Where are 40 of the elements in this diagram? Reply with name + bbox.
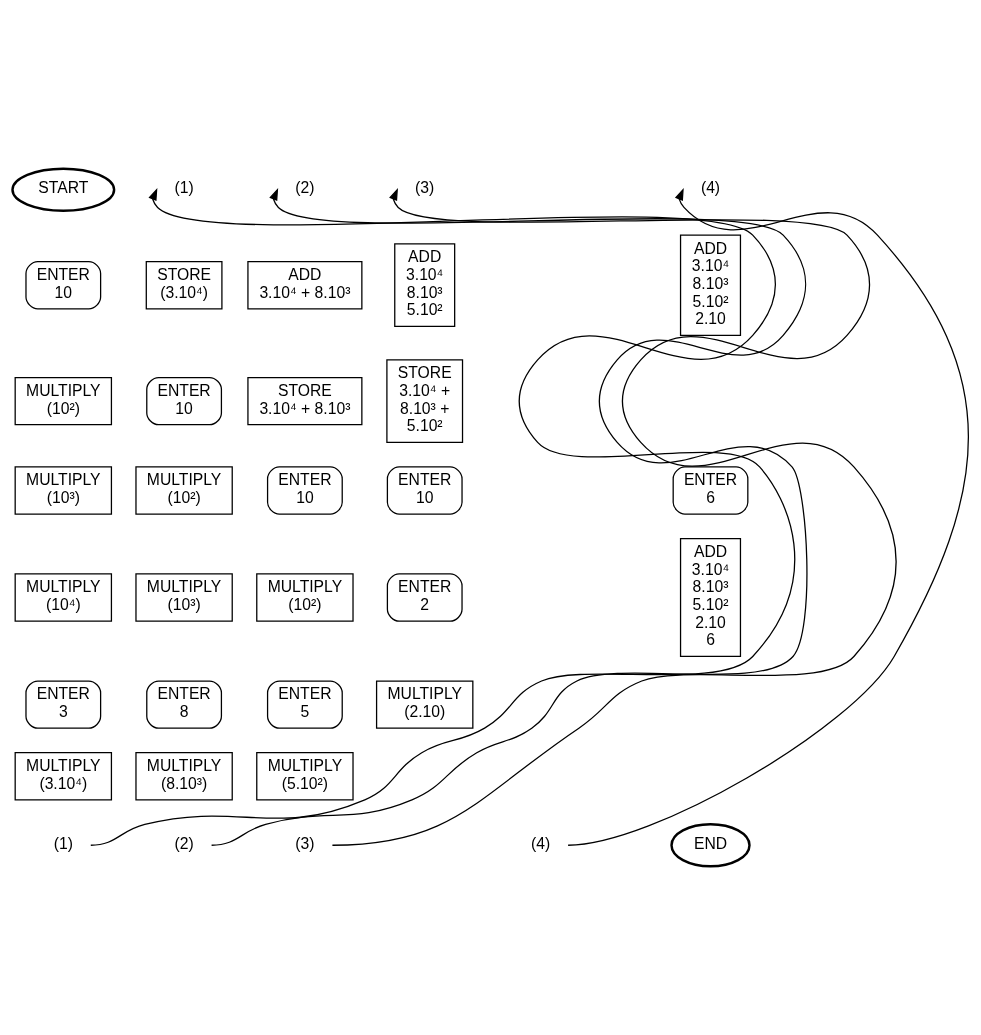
node-box: ENTER 6	[672, 466, 749, 515]
node-box: ADD 3.10⁴ 8.10³ 5.10² 2.10	[679, 234, 742, 336]
node-text: (3)	[415, 179, 435, 197]
node-text: (1)	[174, 179, 194, 197]
node-box: MULTIPLY (10²)	[135, 466, 233, 515]
arrow	[210, 187, 808, 846]
node-box: MULTIPLY (10²)	[256, 573, 354, 622]
node-box: MULTIPLY (10³)	[135, 573, 233, 622]
node-box: ENTER 8	[146, 680, 223, 729]
node-box: ADD 3.10⁴ + 8.10³	[247, 261, 363, 310]
node-box: ENTER 3	[25, 680, 102, 729]
node-ellipse: END	[670, 822, 751, 868]
node-box: MULTIPLY (5.10²)	[256, 752, 354, 801]
node-box: MULTIPLY (3.10⁴)	[14, 752, 113, 801]
node-box: ENTER 10	[386, 466, 463, 515]
node-text: (3)	[295, 834, 315, 852]
node-box: MULTIPLY (2.10)	[375, 680, 474, 729]
node-box: MULTIPLY (10³)	[14, 466, 113, 515]
node-box: ENTER 10	[146, 376, 223, 426]
node-box: STORE 3.10⁴ + 8.10³ + 5.10²	[386, 359, 464, 443]
node-text: (4)	[531, 834, 551, 852]
node-text: (4)	[700, 179, 721, 197]
node-ellipse: START	[11, 167, 116, 213]
node-box: ADD 3.10⁴ 8.10³ 5.10²	[394, 243, 456, 328]
node-box: ENTER 5	[266, 680, 343, 729]
node-box: ENTER 10	[266, 466, 343, 515]
node-box: ADD 3.10⁴ 8.10³ 5.10² 2.10 6	[679, 537, 742, 658]
node-box: STORE (3.10⁴)	[145, 261, 223, 310]
node-text: (1)	[53, 834, 73, 852]
node-box: STORE 3.10⁴ + 8.10³	[247, 376, 363, 426]
node-text: (2)	[295, 179, 315, 197]
arrow	[90, 188, 796, 846]
node-box: MULTIPLY (10⁴)	[14, 573, 113, 622]
arrow	[331, 188, 897, 846]
node-box: MULTIPLY (8.10³)	[135, 752, 233, 801]
node-box: ENTER 10	[25, 261, 102, 310]
node-box: ENTER 2	[386, 573, 463, 622]
node-text: (2)	[174, 834, 194, 852]
node-box: MULTIPLY (10²)	[14, 376, 113, 426]
arrow	[567, 187, 970, 846]
